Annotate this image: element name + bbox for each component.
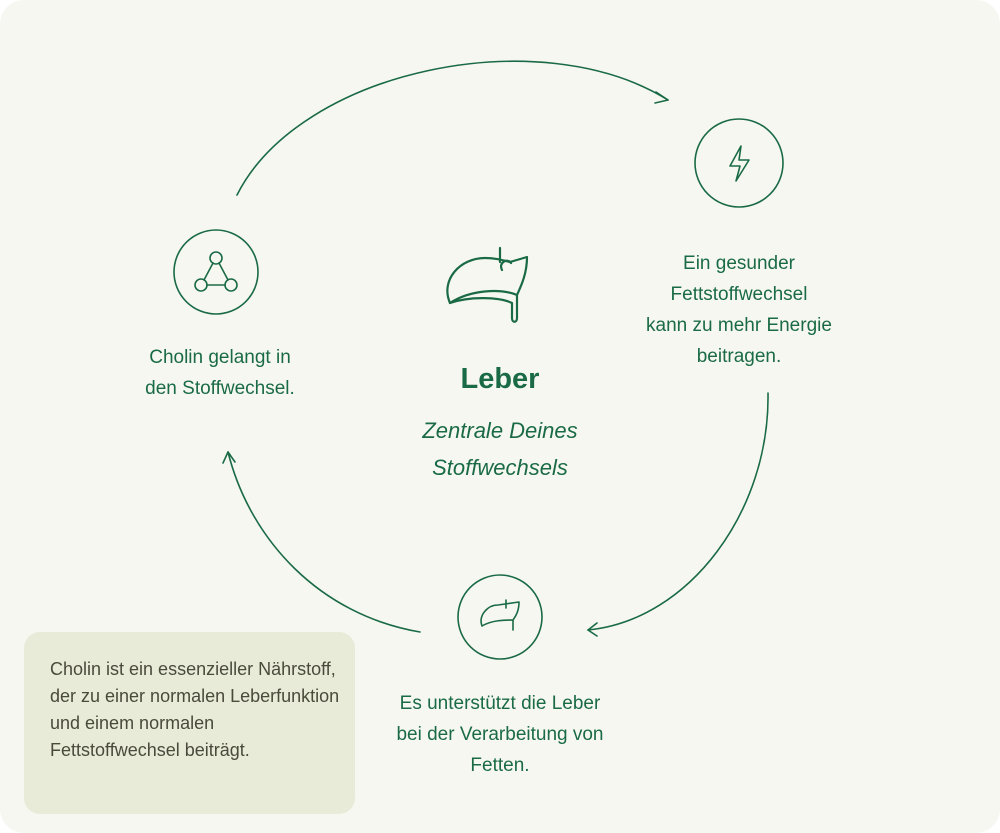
info-text: Cholin ist ein essenzieller Nährstoff, d… [50, 659, 340, 760]
molecule-icon [173, 229, 259, 315]
arrow-right [587, 392, 769, 631]
arrow-left [227, 451, 421, 633]
subtitle-line: Zentrale Deines [422, 418, 578, 443]
step-liver-text: Es unterstützt die Leber bei der Verarbe… [370, 688, 630, 781]
step-choline-text: Cholin gelangt in den Stoffwechsel. [110, 342, 330, 404]
subtitle-line: Stoffwechsels [432, 455, 568, 480]
arrowhead-top [654, 91, 669, 104]
text-line: Cholin gelangt in [149, 347, 291, 368]
text-line: bei der Verarbeitung von [396, 724, 604, 745]
text-line: den Stoffwechsel. [145, 378, 295, 399]
text-line: beitragen. [696, 346, 782, 367]
center-title: Leber [460, 363, 540, 395]
step-energy-text: Ein gesunder Fettstoffwechsel kann zu me… [619, 248, 859, 372]
arrow-top [236, 60, 669, 196]
text-line: Ein gesunder [683, 253, 795, 274]
text-line: Es unterstützt die Leber [399, 693, 601, 714]
text-line: Fetten. [470, 755, 530, 776]
arrowhead-left [222, 451, 236, 464]
arrowhead-right [587, 622, 598, 637]
info-box: Cholin ist ein essenzieller Nährstoff, d… [24, 632, 355, 814]
center-subtitle: Zentrale Deines Stoffwechsels [380, 412, 620, 486]
text-line: Fettstoffwechsel [670, 284, 808, 305]
liver-small-icon [457, 574, 543, 660]
liver-icon [446, 246, 529, 323]
lightning-icon [694, 118, 784, 208]
text-line: kann zu mehr Energie [646, 315, 832, 336]
